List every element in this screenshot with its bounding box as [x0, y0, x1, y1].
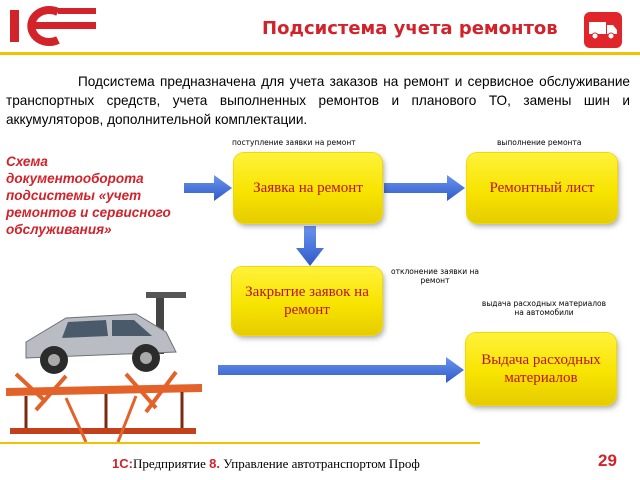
- label-reject: отклонение заявки на ремонт: [391, 267, 479, 285]
- car-lift-image: [6, 292, 202, 443]
- box-materials-issue[interactable]: Выдача расходных материалов: [466, 333, 616, 405]
- truck-icon: [584, 12, 622, 48]
- page-title: Подсистема учета ремонтов: [262, 18, 558, 39]
- box-close-requests[interactable]: Закрытие заявок на ремонт: [232, 267, 382, 335]
- footer-part2: Управление автотранспортом Проф: [219, 456, 420, 471]
- arrow-to-closing: [296, 226, 324, 266]
- page-number: 29: [598, 451, 617, 470]
- header-divider: [0, 52, 640, 55]
- footer-divider: [0, 442, 480, 444]
- arrow-to-materials: [218, 357, 464, 383]
- box-repair-sheet[interactable]: Ремонтный лист: [467, 153, 617, 223]
- logo-1c: [6, 4, 98, 48]
- label-issue: выдача расходных материалов на автомобил…: [481, 299, 607, 317]
- footer-part1: Предприятие: [132, 456, 210, 471]
- box-repair-request[interactable]: Заявка на ремонт: [234, 153, 382, 223]
- footer-prefix: 1С:: [112, 456, 133, 471]
- footer-version: 8.: [209, 456, 220, 471]
- label-incoming: поступление заявки на ремонт: [232, 138, 356, 147]
- intro-text: Подсистема предназначена для учета заказ…: [6, 74, 630, 127]
- label-done: выполнение ремонта: [497, 138, 582, 147]
- arrow-to-request: [184, 175, 232, 201]
- arrow-to-sheet: [384, 175, 465, 201]
- schema-heading: Схема документооборота подсистемы «учет …: [6, 154, 171, 237]
- footer-product: 1С:Предприятие 8. Управление автотранспо…: [112, 456, 420, 472]
